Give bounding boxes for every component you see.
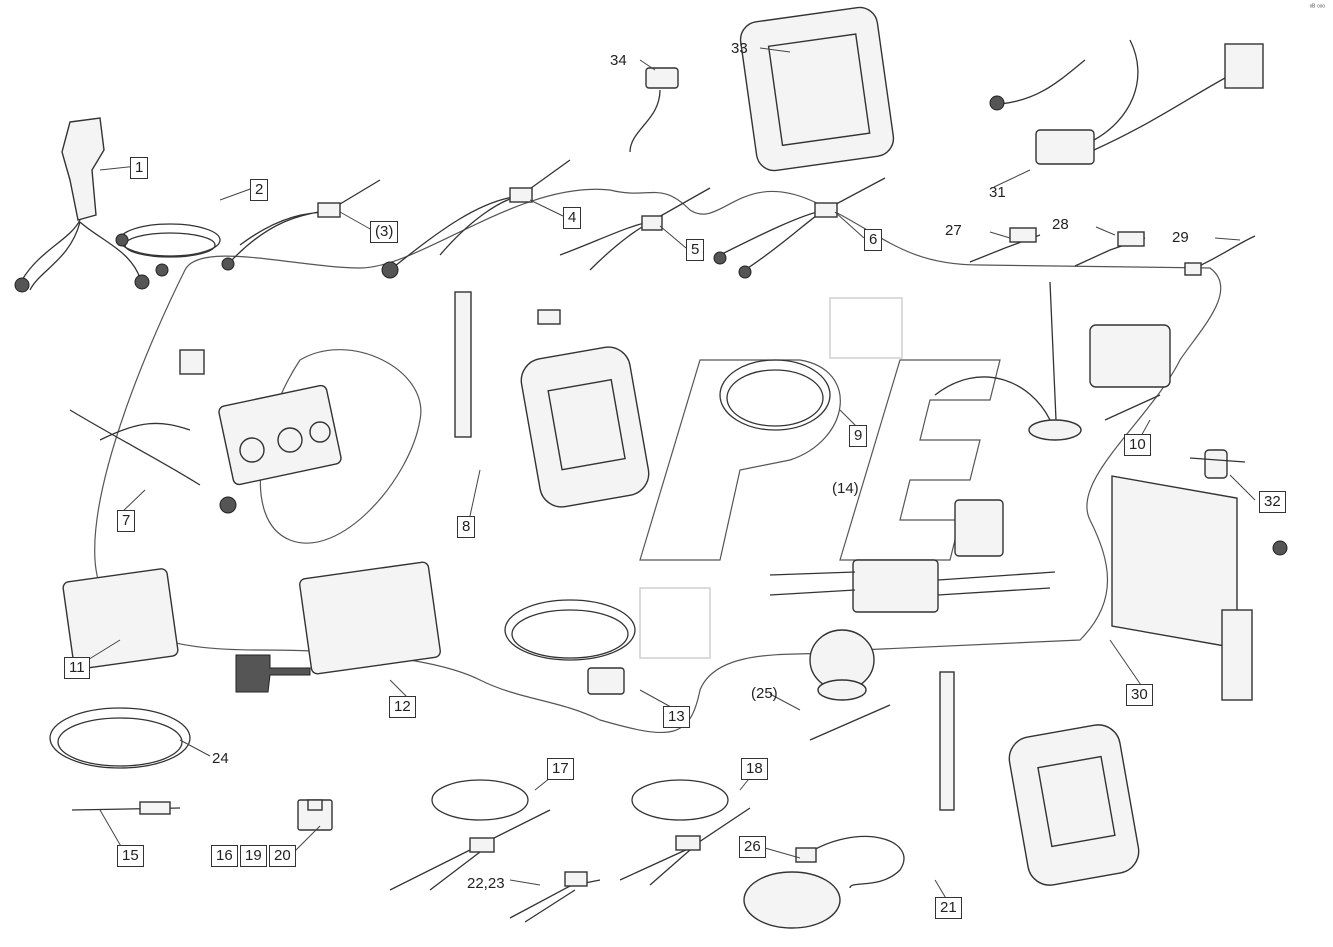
callout-30: 30	[1126, 684, 1153, 706]
display-part-30	[1111, 475, 1288, 701]
control-panel-part-7	[69, 349, 342, 514]
callout-17: 17	[547, 758, 574, 780]
callout-2: 2	[250, 179, 269, 201]
callout-26: 26	[739, 836, 766, 858]
adapter-parts-27-29	[969, 227, 1256, 276]
callout-29: 29	[1172, 229, 1189, 246]
callout-9: 9	[849, 425, 868, 447]
callout-20: 20	[269, 845, 296, 867]
cable-part-2	[115, 223, 221, 277]
sensor-part-34	[629, 67, 679, 153]
cable-part-13	[504, 587, 711, 695]
callout-11: 11	[64, 657, 90, 679]
corner-mark: ᵒᴮ ᵒᵒᵒ	[1309, 4, 1325, 11]
callout-16: 16	[211, 845, 238, 867]
callout-15: 15	[117, 845, 144, 867]
connector-part-15	[71, 801, 181, 815]
memory-card-part-20	[297, 799, 333, 831]
sensor-part-26	[743, 835, 905, 929]
callout-4: 4	[563, 207, 582, 229]
antenna-part-10	[934, 281, 1171, 441]
callout-7: 7	[117, 510, 136, 532]
callout-25: (25)	[751, 685, 778, 702]
callout-34: 34	[610, 52, 627, 69]
terminal-part-8	[454, 291, 650, 508]
callout-14: (14)	[832, 480, 859, 497]
callout-5: 5	[686, 239, 705, 261]
callout-27: 27	[945, 222, 962, 239]
callout-24: 24	[212, 750, 229, 767]
ecu-part-14	[769, 499, 1056, 613]
callout-12: 12	[389, 696, 416, 718]
callout-3: (3)	[370, 221, 399, 243]
callout-19: 19	[240, 845, 267, 867]
callout-13: 13	[663, 706, 690, 728]
terminal-part-21	[939, 671, 1140, 886]
callout-8: 8	[457, 516, 476, 538]
ecu-part-31	[989, 39, 1264, 165]
gps-receiver-part-25	[809, 629, 891, 741]
leader-lines	[77, 47, 1256, 906]
callout-22-23: 22,23	[467, 875, 505, 892]
panel-parts-11-12	[62, 561, 441, 693]
callout-1: 1	[130, 157, 149, 179]
callout-31: 31	[989, 184, 1006, 201]
joystick-part	[14, 117, 150, 293]
callout-32: 32	[1259, 491, 1286, 513]
monitor-part-33	[739, 6, 895, 172]
callout-10: 10	[1124, 434, 1151, 456]
cable-part-24	[49, 707, 191, 769]
bracket-part-32	[1189, 449, 1246, 479]
callout-33: 33	[731, 40, 748, 57]
callout-21: 21	[935, 897, 962, 919]
harness-parts-3-6	[221, 159, 886, 279]
callout-28: 28	[1052, 216, 1069, 233]
cable-part-9	[719, 297, 903, 431]
harness-parts-17-18-22	[389, 779, 751, 923]
callout-18: 18	[741, 758, 768, 780]
callout-6: 6	[864, 229, 883, 251]
